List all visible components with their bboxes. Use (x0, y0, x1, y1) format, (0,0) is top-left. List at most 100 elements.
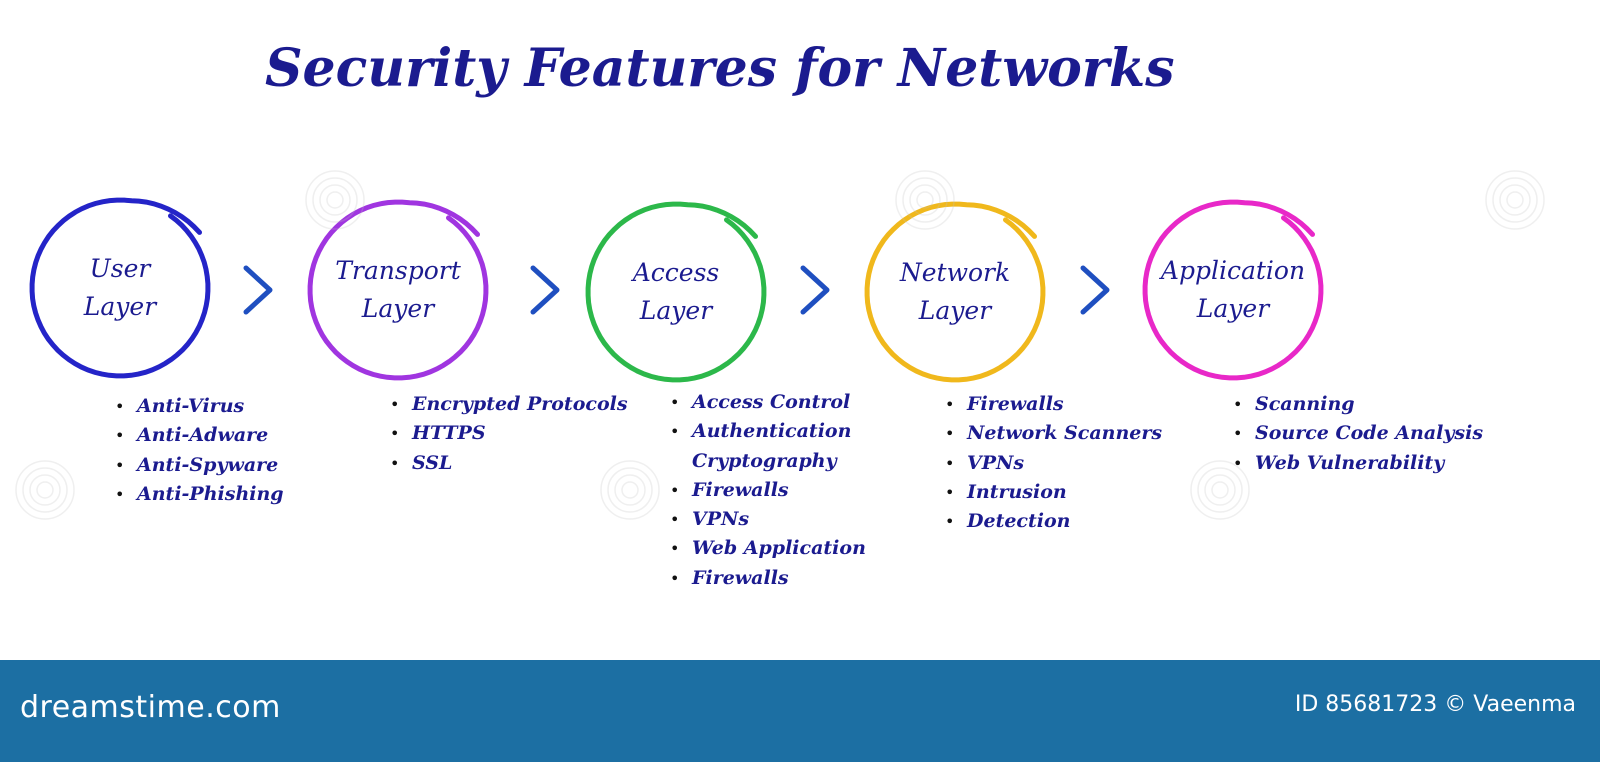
watermark-ring (1190, 460, 1250, 520)
feature-text: VPNs (967, 451, 1025, 474)
watermark-swirl-icon (1190, 460, 1250, 520)
layer-label-line1: Application (1160, 256, 1306, 285)
bullet-icon: • (670, 510, 680, 530)
layer-label-line1: Network (899, 258, 1011, 287)
layer-circle-1 (29, 197, 211, 379)
bullet-icon: • (115, 426, 125, 446)
layer-circle-4 (864, 201, 1046, 383)
feature-item: • Anti-Adware (115, 421, 284, 450)
bullet-icon: • (390, 424, 400, 444)
watermark-ring (895, 170, 955, 230)
feature-text: SSL (412, 451, 453, 474)
feature-text: Anti-Adware (137, 424, 269, 447)
feature-text: Intrusion (967, 480, 1067, 503)
bullet-icon: • (115, 397, 125, 416)
feature-text: Network Scanners (967, 422, 1163, 445)
layer-circle-2 (307, 199, 489, 381)
watermark-ring (1506, 191, 1524, 209)
watermark-ring (600, 460, 660, 520)
footer-logo[interactable]: dreamstime.com (20, 690, 281, 725)
bullet-icon: • (670, 568, 680, 588)
feature-text: Cryptography (692, 449, 837, 472)
layer-label-line2: Layer (1196, 294, 1270, 323)
feature-text: Firewalls (692, 478, 789, 501)
watermark-ring (29, 474, 61, 506)
feature-text: Encrypted Protocols (412, 393, 628, 415)
bullet-icon: • (390, 453, 400, 473)
feature-item: • Anti-Virus (115, 392, 284, 421)
feature-item: •Source Code Analysis (1233, 419, 1483, 448)
bullet-icon: • (1233, 395, 1243, 414)
feature-item: • Encrypted Protocols (390, 390, 628, 419)
bullet-icon: • (945, 424, 955, 444)
watermark-ring (614, 474, 646, 506)
feature-text: Firewalls (692, 566, 789, 589)
layer-label-line2: Layer (83, 292, 157, 321)
feature-item: • Scanning (1233, 390, 1483, 419)
watermark-ring (312, 177, 358, 223)
feature-item: Cryptography (670, 447, 866, 476)
watermark-ring (305, 170, 365, 230)
watermark-ring (1485, 170, 1545, 230)
chevron-right-icon (243, 265, 273, 315)
watermark-ring (607, 467, 653, 513)
watermark-ring (36, 481, 54, 499)
bullet-icon: • (390, 395, 400, 414)
feature-list-4: •Firewalls•Network Scanners•VPNs•Intrusi… (945, 390, 1162, 536)
watermark-ring (909, 184, 941, 216)
feature-item: • Web Application (670, 534, 866, 563)
bullet-icon: • (1233, 453, 1243, 473)
feature-text: HTTPS (412, 422, 486, 445)
layer-label-line1: Transport (335, 256, 461, 285)
bullet-icon: • (115, 484, 125, 504)
watermark-swirl-icon (15, 460, 75, 520)
feature-text: Access Control (692, 391, 851, 413)
watermark-swirl-icon (895, 170, 955, 230)
feature-list-1: • Anti-Virus • Anti-Adware •Anti-Spyware • Ant… (115, 392, 284, 509)
watermark-ring (22, 467, 68, 513)
feature-item: • SSL (390, 449, 628, 478)
feature-text: Anti-Virus (137, 395, 245, 417)
feature-item: •Detection (945, 507, 1162, 536)
watermark-ring (621, 481, 639, 499)
footer-bar: dreamstime.com ID 85681723 © Vaeenma (0, 660, 1600, 762)
layer-label-line1: User (89, 254, 151, 283)
feature-text: Scanning (1255, 393, 1355, 415)
watermark-ring (1492, 177, 1538, 223)
footer-credit: ID 85681723 © Vaeenma (1294, 692, 1576, 717)
feature-text: Detection (967, 510, 1071, 533)
feature-text: Web Application (692, 537, 866, 560)
layer-circle-3 (585, 201, 767, 383)
feature-text: VPNs (692, 508, 750, 531)
chevron-right-icon (530, 265, 560, 315)
bullet-icon: • (945, 482, 955, 502)
feature-item: • Firewalls (670, 564, 866, 593)
watermark-ring (902, 177, 948, 223)
watermark-swirl-icon (600, 460, 660, 520)
feature-item: • Intrusion (945, 478, 1162, 507)
feature-text: Anti-Phishing (137, 482, 284, 505)
feature-item: • Authentication (670, 417, 866, 446)
layer-label-line2: Layer (361, 294, 435, 323)
bullet-icon: • (670, 422, 680, 442)
feature-item: • VPNs (945, 449, 1162, 478)
bullet-icon: • (670, 539, 680, 559)
bullet-icon: • (945, 395, 955, 414)
feature-text: Source Code Analysis (1255, 422, 1484, 445)
layer-label-line2: Layer (639, 296, 713, 325)
feature-item: • VPNs (670, 505, 866, 534)
bullet-icon: • (945, 453, 955, 473)
diagram-title: Security Features for Networks (265, 38, 1175, 99)
feature-item: •Anti-Spyware (115, 451, 284, 480)
bullet-icon: • (670, 480, 680, 500)
chevron-right-icon (800, 265, 830, 315)
feature-item: • Firewalls (670, 476, 866, 505)
feature-item: •Access Control (670, 388, 866, 417)
feature-text: Authentication (692, 420, 852, 443)
feature-list-5: •Scanning•Source Code Analysis•Web Vulne… (1233, 390, 1483, 478)
